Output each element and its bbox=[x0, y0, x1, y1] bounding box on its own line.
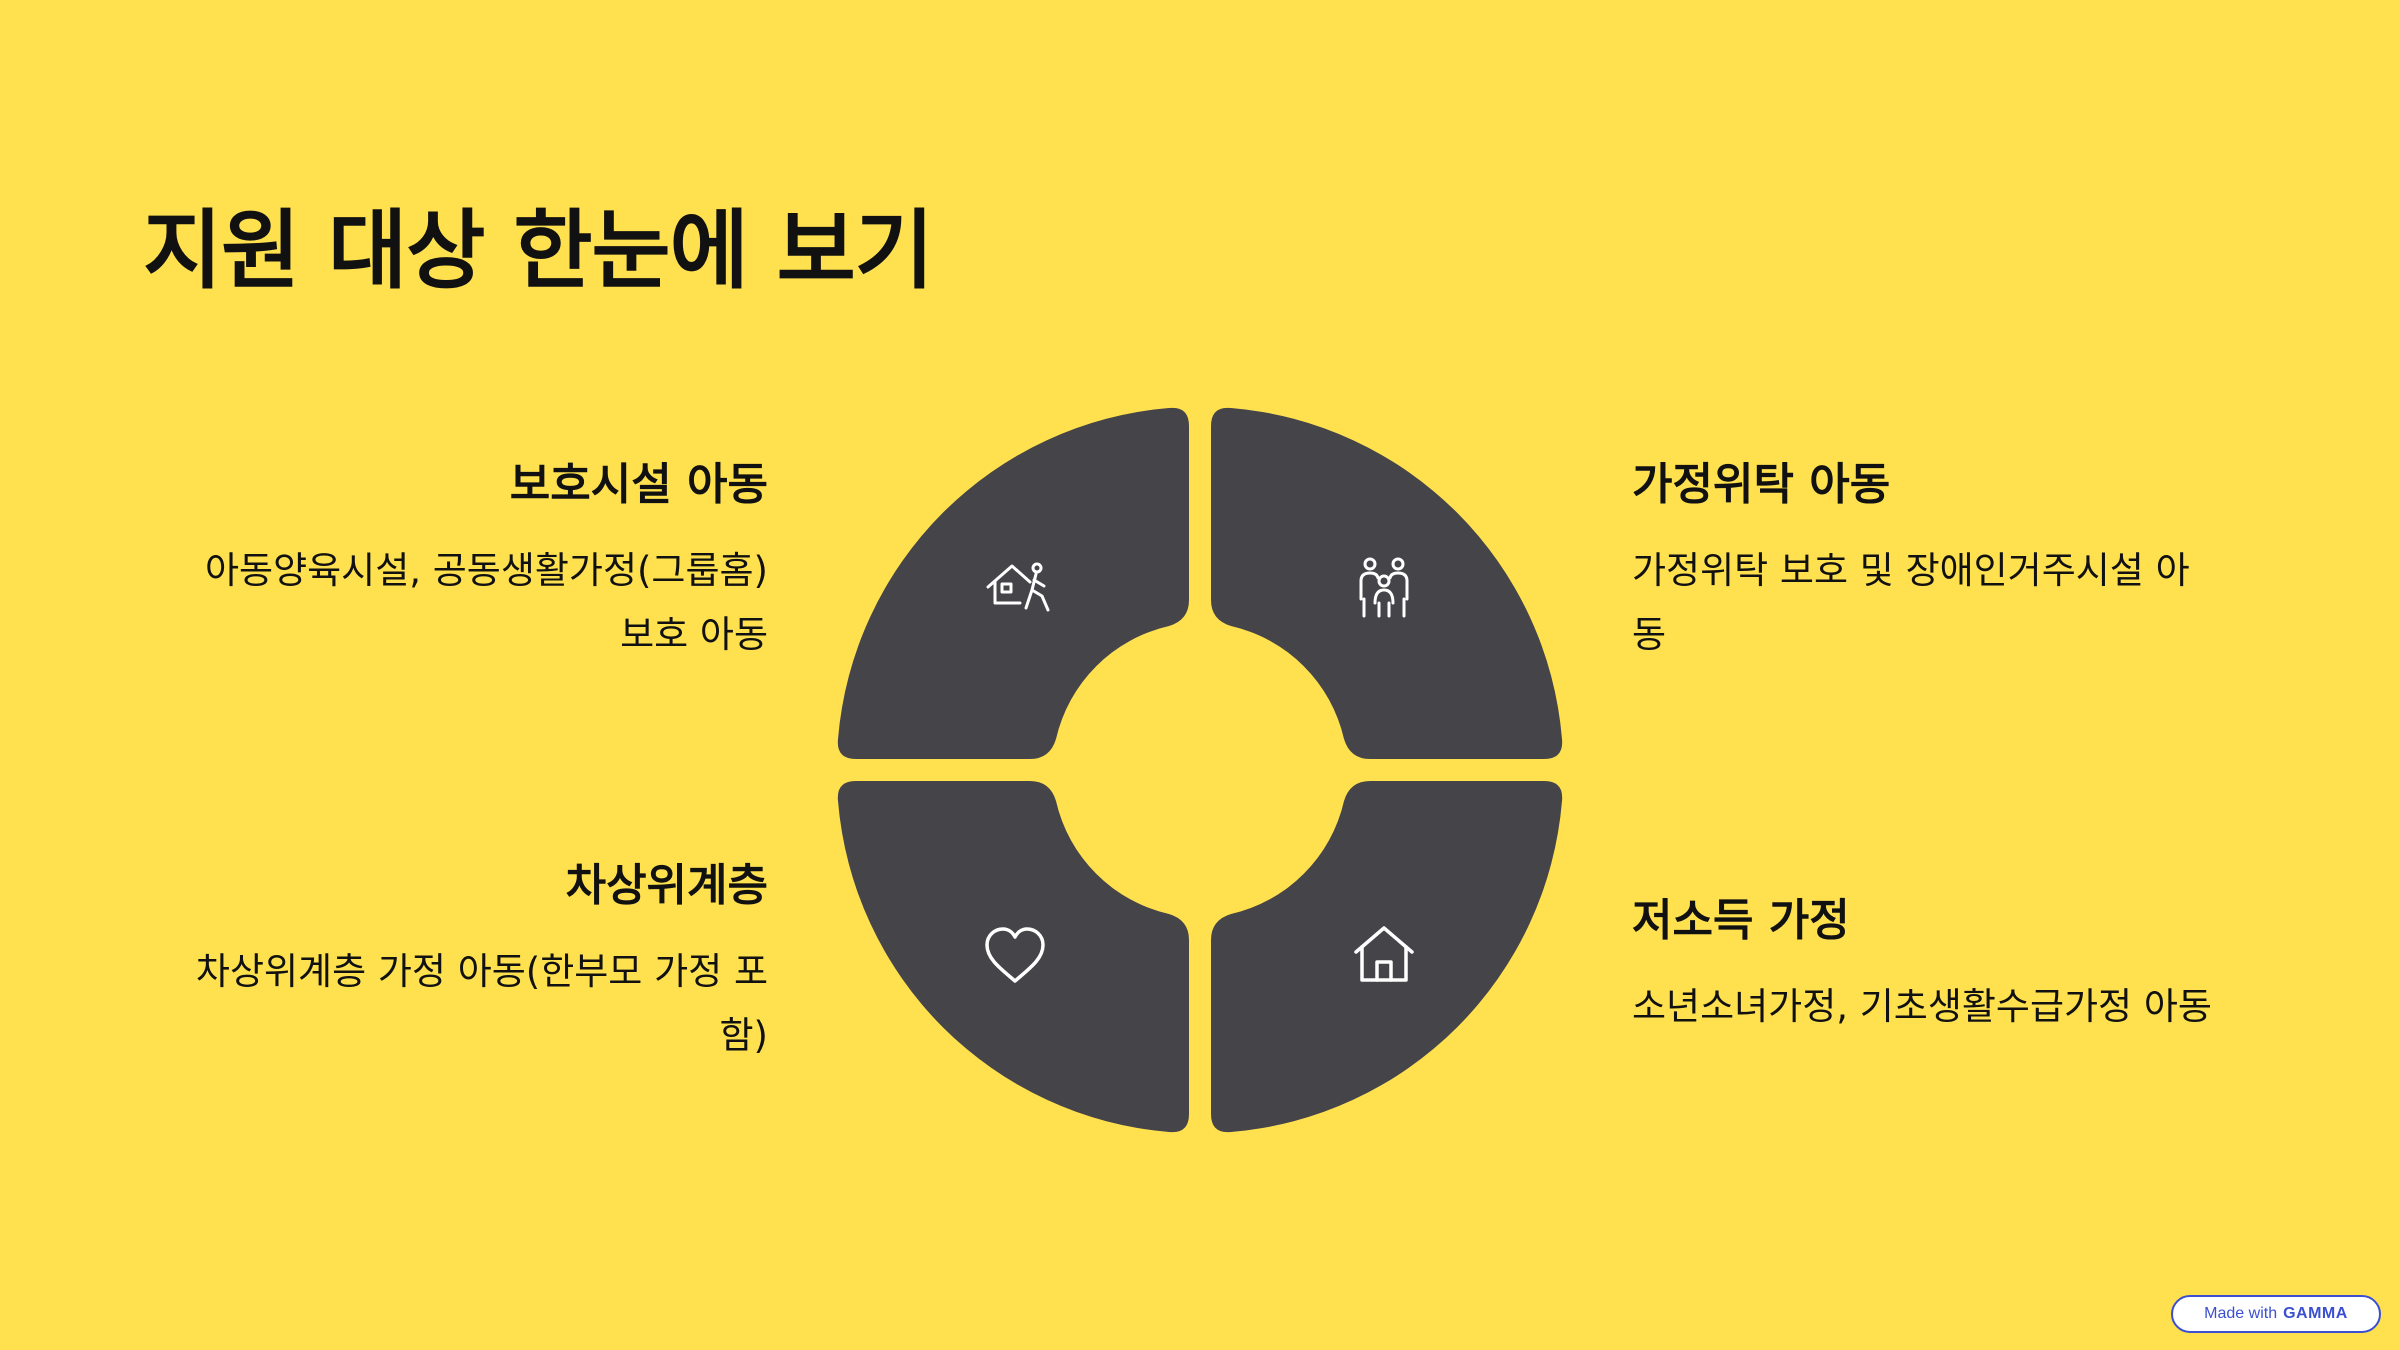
gamma-logo: GAMMA bbox=[2283, 1305, 2348, 1322]
desc-foster-care-line2: 동 bbox=[1632, 613, 1667, 657]
desc-near-poverty-line1: 차상위계층 가정 아동(한부모 가정 포 bbox=[195, 950, 768, 994]
heading-low-income: 저소득 가정 bbox=[1632, 895, 1850, 946]
desc-low-income-line1: 소년소녀가정, 기초생활수급가정 아동 bbox=[1632, 985, 2212, 1029]
quadrant-text-bottom-right: 저소득 가정 소년소녀가정, 기초생활수급가정 아동 bbox=[1632, 892, 2272, 1039]
ring-segment-top-left bbox=[837, 407, 1189, 759]
ring-segment-bottom-left bbox=[837, 781, 1189, 1133]
desc-foster-care-line1: 가정위탁 보호 및 장애인거주시설 아 bbox=[1632, 549, 2190, 593]
quadrant-top-right bbox=[1211, 407, 1563, 759]
heading-protection-facility: 보호시설 아동 bbox=[509, 459, 768, 510]
badge-prefix: Made with bbox=[2204, 1305, 2278, 1322]
desc-protection-facility-line1: 아동양육시설, 공동생활가정(그룹홈) bbox=[205, 549, 768, 593]
made-with-gamma-badge[interactable]: Made with GAMMA bbox=[2171, 1295, 2381, 1333]
ring-segment-bottom-right bbox=[1211, 781, 1563, 1133]
quadrant-text-top-right: 가정위탁 아동 가정위탁 보호 및 장애인거주시설 아 동 bbox=[1632, 456, 2272, 667]
quadrant-top-left bbox=[837, 407, 1189, 759]
heading-near-poverty: 차상위계층 bbox=[565, 860, 768, 911]
heart-icon bbox=[985, 927, 1045, 983]
heading-foster-care: 가정위탁 아동 bbox=[1632, 459, 1891, 510]
ring-diagram bbox=[837, 407, 1563, 1133]
house-icon bbox=[1354, 926, 1414, 982]
page-title: 지원 대상 한눈에 보기 bbox=[143, 201, 934, 301]
quadrant-text-bottom-left: 차상위계층 차상위계층 가정 아동(한부모 가정 포 함) bbox=[128, 857, 768, 1068]
family-icon bbox=[1359, 557, 1409, 618]
ring-segment-top-right bbox=[1211, 407, 1563, 759]
quadrant-bottom-left bbox=[837, 781, 1189, 1133]
quadrant-text-top-left: 보호시설 아동 아동양육시설, 공동생활가정(그룹홈) 보호 아동 bbox=[128, 456, 768, 667]
desc-protection-facility-line2: 보호 아동 bbox=[620, 613, 768, 657]
home-person-icon bbox=[986, 562, 1050, 612]
quadrant-bottom-right bbox=[1211, 781, 1563, 1133]
desc-near-poverty-line2: 함) bbox=[719, 1014, 768, 1058]
